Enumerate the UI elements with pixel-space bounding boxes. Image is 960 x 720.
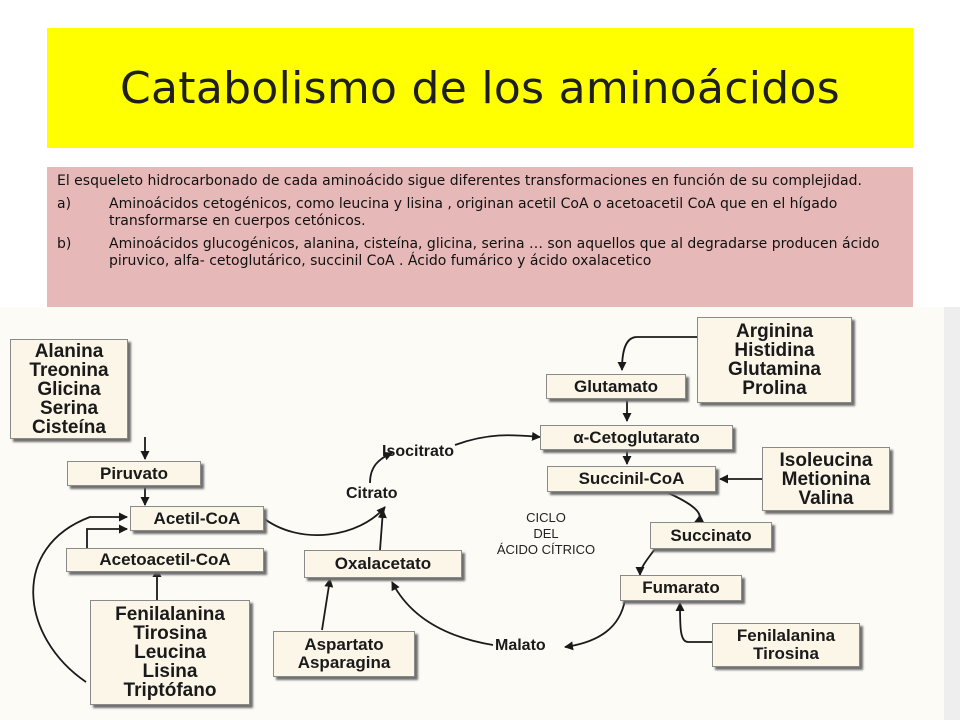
amino-acid-label: Tirosina — [133, 623, 207, 644]
amino-acid-label: Tirosina — [753, 644, 819, 663]
cycle-title-line: ÁCIDO CÍTRICO — [496, 542, 596, 557]
cycle-title-line: CICLO — [526, 510, 566, 525]
arrow-arginina-glutamato — [617, 336, 697, 371]
label-isocitrato: Isocitrato — [382, 443, 455, 460]
title-banner: Catabolismo de los aminoácidos — [47, 28, 913, 148]
amino-acid-label: Valina — [798, 487, 854, 509]
box-aspartato-group: Aspartato Asparagina — [273, 631, 415, 677]
metabolite-label: Acetoacetil-CoA — [99, 550, 231, 569]
arrow-isocitrato-cetoglutarato — [454, 431, 541, 446]
box-fenilalanina-left-group: Fenilalanina Tirosina Leucina Lisina Tri… — [90, 600, 250, 705]
arrow-fumarato-malato — [564, 599, 626, 651]
list-item-a: a) Aminoácidos cetogénicos, como leucina… — [57, 196, 903, 230]
box-succinato: Succinato — [650, 522, 772, 549]
list-label: a) — [57, 196, 72, 212]
arrow-fenil-right-fumarato — [675, 602, 712, 643]
arrow-oxalacetato-citrato — [377, 509, 387, 551]
amino-acid-label: Arginina — [735, 321, 814, 342]
list-text: Aminoácidos cetogénicos, como leucina y … — [109, 196, 838, 229]
metabolite-label: Acetil-CoA — [153, 508, 241, 528]
box-alanina-group: Alanina Treonina Glicina Serina Cisteína — [10, 339, 128, 439]
diagram-arrows — [32, 336, 762, 683]
box-acetoacetil-coa: Acetoacetil-CoA — [66, 548, 264, 572]
arrow-citrato-isocitrato — [369, 452, 393, 484]
intro-text: El esqueleto hidrocarbonado de cada amin… — [57, 173, 862, 189]
page-title: Catabolismo de los aminoácidos — [120, 62, 840, 114]
amino-acid-label: Histidina — [734, 340, 815, 361]
amino-acid-label: Treonina — [29, 359, 109, 381]
amino-acid-label: Fenilalanina — [736, 626, 836, 645]
cycle-title: CICLO DEL ÁCIDO CÍTRICO — [478, 510, 614, 558]
amino-acid-label: Glicina — [37, 378, 101, 400]
metabolite-label: Succinato — [670, 525, 752, 545]
box-fenilalanina-right-group: Fenilalanina Tirosina — [712, 623, 860, 667]
arrow-malato-oxalacetato — [391, 581, 494, 646]
box-succinil-coa: Succinil-CoA — [547, 466, 716, 492]
metabolic-diagram: Alanina Treonina Glicina Serina Cisteína… — [0, 307, 960, 720]
amino-acid-label: Isoleucina — [779, 449, 873, 471]
box-piruvato: Piruvato — [67, 461, 201, 486]
amino-acid-label: Alanina — [34, 340, 104, 362]
label-citrato: Citrato — [346, 485, 398, 502]
amino-acid-label: Triptófano — [123, 680, 217, 701]
list-item-b: b) Aminoácidos glucogénicos, alanina, ci… — [57, 236, 903, 270]
box-cetoglutarato: α-Cetoglutarato — [540, 425, 733, 450]
box-fumarato: Fumarato — [620, 575, 742, 601]
metabolite-label: Oxalacetato — [334, 554, 432, 573]
box-arginina-group: Arginina Histidina Glutamina Prolina — [697, 317, 852, 403]
box-acetil-coa: Acetil-CoA — [130, 506, 264, 531]
arrow-succinato-fumarato — [635, 548, 656, 576]
list-label: b) — [57, 236, 72, 252]
metabolite-label: Glutamato — [573, 376, 659, 396]
metabolite-label: Succinil-CoA — [578, 469, 685, 488]
image-edge — [944, 307, 960, 720]
amino-acid-label: Serina — [39, 397, 99, 419]
amino-acid-label: Asparagina — [297, 653, 391, 672]
arrow-aspartato-oxalacetato — [321, 578, 334, 631]
amino-acid-label: Aspartato — [304, 635, 384, 654]
arrow-loop-left — [32, 512, 128, 683]
box-isoleucina-group: Isoleucina Metionina Valina — [762, 447, 890, 511]
amino-acid-label: Prolina — [742, 378, 807, 399]
description-box: El esqueleto hidrocarbonado de cada amin… — [47, 167, 913, 307]
metabolite-label: Fumarato — [642, 578, 720, 597]
arrow-acetil-citrato — [261, 506, 386, 536]
label-malato: Malato — [495, 637, 546, 654]
box-glutamato: Glutamato — [546, 374, 686, 399]
amino-acid-label: Glutamina — [728, 359, 821, 380]
amino-acid-label: Metionina — [781, 468, 871, 490]
box-oxalacetato: Oxalacetato — [304, 550, 462, 578]
amino-acid-label: Cisteína — [32, 416, 106, 438]
metabolite-label: Piruvato — [99, 463, 169, 483]
list-text: Aminoácidos glucogénicos, alanina, ciste… — [109, 236, 880, 269]
amino-acid-label: Fenilalanina — [115, 604, 225, 625]
arrow-succinil-succinato — [665, 491, 705, 523]
amino-acid-label: Leucina — [134, 642, 206, 663]
metabolite-label: α-Cetoglutarato — [573, 427, 700, 447]
arrow-acetoacetil-acetil — [86, 524, 128, 555]
amino-acid-label: Lisina — [142, 661, 198, 682]
cycle-title-line: DEL — [533, 526, 559, 541]
